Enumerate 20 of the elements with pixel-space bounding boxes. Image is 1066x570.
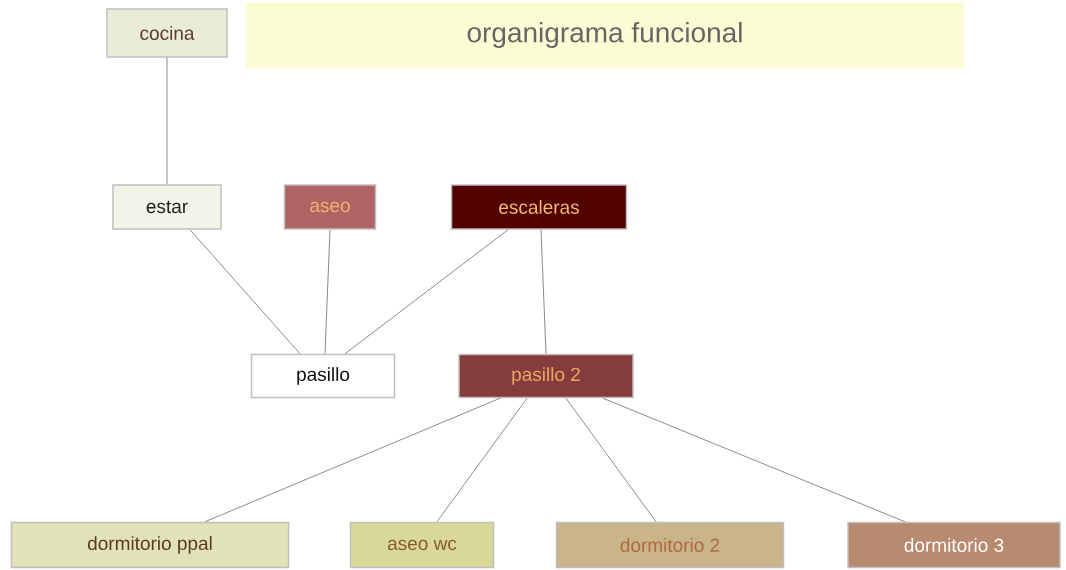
room-box: dormitorio 3 [847,521,1061,569]
connector-line [540,229,547,355]
room-box: pasillo 2 [458,353,634,399]
room-box: aseo wc [349,521,495,569]
connector-line [565,397,657,523]
room-box: dormitorio ppal [10,521,290,569]
connector-line [189,229,301,355]
connector-line [602,397,906,523]
room-box: escaleras [450,184,628,230]
title-banner: organigrama funcional [246,2,964,68]
room-box: cocina [106,8,228,58]
connector-line [436,397,528,523]
connector-line [166,57,168,185]
room-box: aseo [283,184,377,230]
connector-line [324,229,331,355]
room-box: estar [112,184,222,230]
room-box: dormitorio 2 [555,521,785,569]
room-box: pasillo [250,353,396,399]
connector-line [344,229,509,355]
connector-line [204,397,501,523]
